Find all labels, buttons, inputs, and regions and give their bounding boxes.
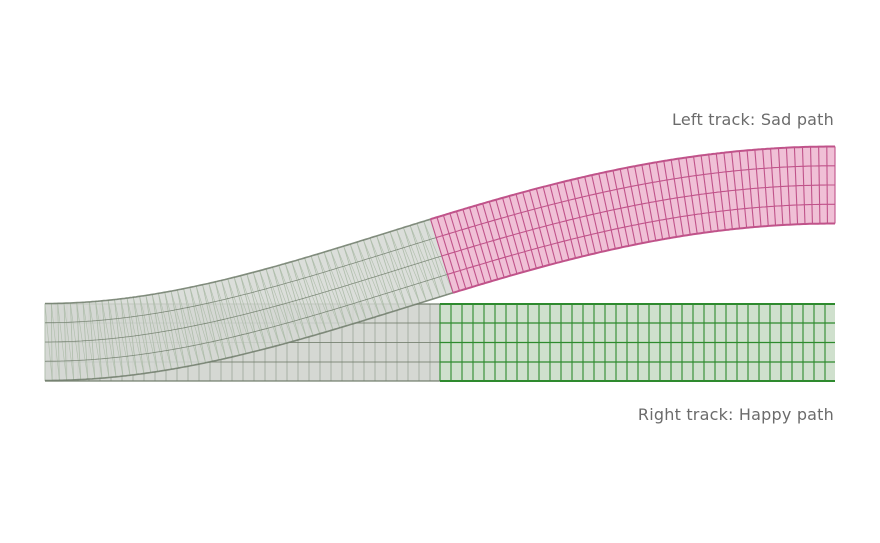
- shared-track-section: [44, 218, 454, 382]
- shared-curve-rail: [45, 292, 454, 382]
- sad-rail: [447, 203, 835, 275]
- sad-rail: [436, 165, 835, 239]
- sad-rail: [430, 145, 835, 221]
- shared-curve-rail: [44, 237, 437, 324]
- shared-curve-rail: [45, 255, 442, 343]
- left-track-sad-path: [430, 145, 836, 294]
- sad-rail: [441, 184, 835, 257]
- shared-curve-rail: [45, 218, 431, 305]
- shared-curve-rail: [44, 274, 448, 362]
- right-track-label: Right track: Happy path: [637, 405, 834, 424]
- right-track-happy-path: [439, 303, 835, 382]
- sad-track-bed: [430, 146, 835, 293]
- left-track-label: Left track: Sad path: [672, 110, 834, 129]
- sad-rail: [452, 222, 835, 294]
